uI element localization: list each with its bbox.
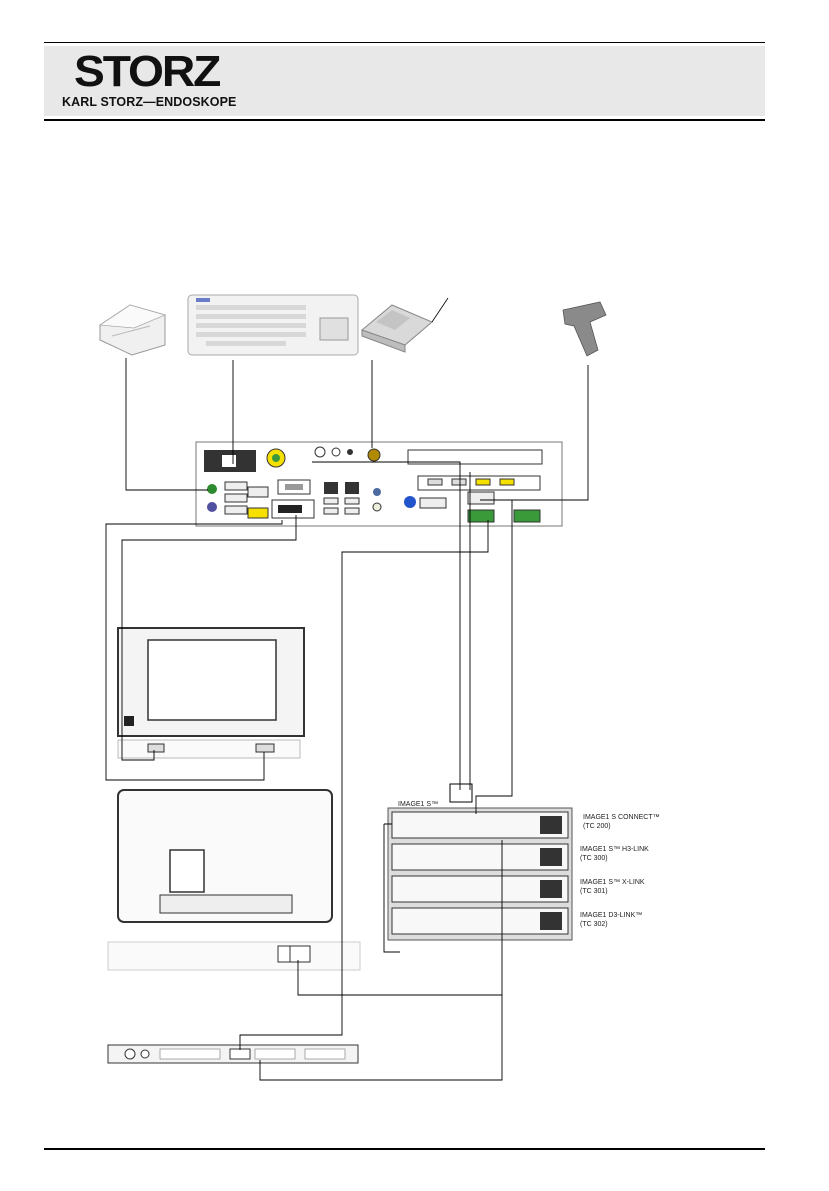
header-band <box>44 46 765 116</box>
cables <box>105 358 589 1081</box>
ccu-stack <box>387 783 573 941</box>
recorder-icon <box>107 1044 359 1064</box>
module-labels: IMAGE1 S™ IMAGE1 S CONNECT™ (TC 200) IMA… <box>398 801 660 928</box>
monitor-rear-2 <box>107 789 361 971</box>
monitor-icon <box>117 627 305 759</box>
module-4-name: IMAGE1 D3-LINK™ <box>580 912 642 919</box>
module-3-model: (TC 301) <box>580 888 608 895</box>
footswitch-icon <box>361 297 449 353</box>
logo-subtitle: KARL STORZ—ENDOSKOPE <box>62 95 237 109</box>
module-1-model: (TC 200) <box>583 823 611 830</box>
storz-logo: STORZ <box>74 47 221 96</box>
header-bottom-rule <box>44 119 765 121</box>
footer-rule <box>44 1148 765 1150</box>
stack-label: IMAGE1 S™ <box>398 801 438 808</box>
barcode-scanner-icon <box>562 301 607 357</box>
module-1-name: IMAGE1 S CONNECT™ <box>583 814 660 821</box>
module-4-model: (TC 302) <box>580 921 608 928</box>
module-3-name: IMAGE1 S™ X-LINK <box>580 879 645 886</box>
header-top-rule <box>44 42 765 43</box>
printer-icon <box>98 304 167 356</box>
keyboard-icon <box>187 294 359 356</box>
module-2-name: IMAGE1 S™ H3-LINK <box>580 846 649 853</box>
module-2-model: (TC 300) <box>580 855 608 862</box>
pc-back-panel <box>195 441 563 527</box>
